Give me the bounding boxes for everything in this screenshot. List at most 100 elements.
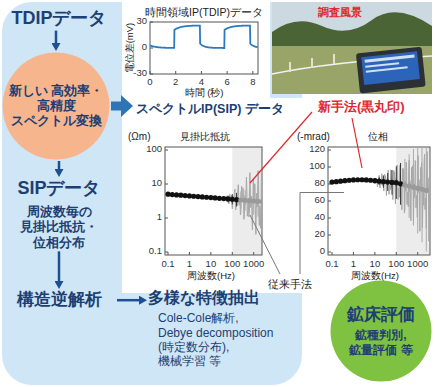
error-bar: [426, 147, 427, 252]
tick-label: 10: [370, 259, 381, 270]
tick-label: 100: [309, 161, 325, 172]
tick-label: 4: [199, 77, 204, 88]
data-dot: [260, 199, 262, 204]
tick-mark: [150, 48, 153, 49]
tick-mark: [328, 201, 331, 202]
tick-label: 10: [151, 178, 162, 189]
conventional-curve: [168, 169, 262, 244]
tick-mark: [232, 252, 233, 255]
node-body: Cole-Cole解析, Debye decomposition (時定数分布)…: [158, 311, 276, 369]
evaluation-circle: 鉱床評価鉱種判別, 鉱量評価 等: [330, 280, 432, 382]
tick-mark: [332, 252, 333, 255]
chart-ground: [122, 2, 270, 98]
tick-mark: [210, 252, 211, 255]
tick-mark: [328, 150, 331, 151]
tick-label: 100: [224, 259, 240, 270]
photo-sky: [272, 2, 432, 94]
tick-mark: [328, 167, 331, 168]
flow-arrow: [55, 31, 58, 43]
tick-mark: [201, 71, 202, 74]
chart-title: スペクトルIP(SIP) データ: [134, 102, 286, 117]
node-title: スペクトルIP(SIP) データ: [134, 102, 286, 117]
tick-mark: [328, 235, 331, 236]
tick-label: 6: [224, 77, 229, 88]
tick-mark: [165, 150, 168, 151]
tick-mark: [168, 252, 169, 255]
tick-label: 2: [173, 77, 178, 88]
tick-label: 10: [206, 259, 217, 270]
tdip-curve: [150, 26, 258, 48]
tick-mark: [417, 252, 418, 255]
tick-label: 100: [388, 259, 404, 270]
leader-line: [300, 193, 344, 275]
dot-group: [165, 192, 262, 205]
tick-mark: [189, 252, 190, 255]
axis-label: 周波数(Hz): [351, 271, 399, 282]
tick-label: 60: [314, 195, 325, 206]
tick-label: 0.1: [149, 246, 162, 257]
callout-label: 新手法(黒丸印): [318, 100, 405, 115]
photo-caption: 調査風景: [318, 6, 362, 19]
tick-mark: [165, 218, 168, 219]
screen-line: [365, 62, 399, 68]
instrument-screen: [361, 51, 420, 85]
circle-fill: [331, 281, 432, 382]
node-title: 新しい 高効率・高精度 スペクトル変換: [7, 84, 105, 129]
photo-instrument: [356, 47, 426, 94]
plot-frame: [328, 147, 430, 255]
leader-line: [352, 118, 362, 168]
data-dot: [424, 188, 429, 193]
tick-label: 80: [314, 178, 325, 189]
unit-label: (Ωm): [128, 131, 150, 143]
chart-title: 時間領域IP(TDIP)データ: [145, 6, 263, 18]
node-title: 多様な特徴抽出: [148, 288, 304, 307]
noise-band: [232, 147, 262, 255]
axis-label: 周波数(Hz): [187, 271, 235, 282]
callout-label: 従来手法: [268, 278, 312, 291]
tick-label: 120: [309, 144, 325, 155]
tick-label: 0: [320, 246, 325, 257]
tick-mark: [253, 252, 254, 255]
tick-label: -30: [133, 68, 147, 79]
tick-mark: [328, 252, 331, 253]
tick-mark: [374, 252, 375, 255]
tick-label: 1: [351, 259, 356, 270]
conventional-curve: [332, 151, 430, 241]
chart-title: 見掛比抵抗: [180, 131, 230, 143]
flow-arrow: [58, 161, 61, 169]
axis-label: 時間 (秒): [185, 88, 224, 99]
tick-label: 40: [314, 212, 325, 223]
tick-label: 30: [136, 16, 147, 27]
tick-label: 0.1: [325, 259, 338, 270]
step-box: SIPデータ周波数毎の 見掛比抵抗・ 位相分布: [2, 178, 116, 250]
photo-grass: [272, 46, 432, 94]
chart-ground: [122, 98, 434, 293]
leader-line: [250, 112, 312, 183]
step-title: 構造逆解析: [2, 290, 116, 310]
tick-mark: [328, 218, 331, 219]
survey-photo: [272, 2, 432, 94]
screen-line: [366, 66, 408, 72]
node-title: 構造逆解析: [2, 290, 116, 310]
tick-mark: [175, 71, 176, 74]
node-title: SIPデータ: [2, 178, 116, 200]
instrument-case: [356, 47, 426, 94]
dot-group: [329, 177, 428, 193]
tick-mark: [227, 71, 228, 74]
tick-mark: [252, 71, 253, 74]
screen-line: [365, 55, 415, 63]
node-title: TDIPデータ: [2, 8, 116, 30]
node-body: 周波数毎の 見掛比抵抗・ 位相分布: [13, 204, 105, 251]
plot-frame: [150, 22, 258, 74]
step-title: TDIPデータ: [2, 8, 116, 30]
tick-label: 1: [187, 259, 192, 270]
tick-label: 0: [147, 77, 152, 88]
flow-arrow: [58, 251, 61, 281]
chart-title: 位相: [368, 131, 388, 143]
tick-label: 1000: [243, 259, 264, 270]
feature-box: 多様な特徴抽出 Cole-Cole解析, Debye decomposition …: [148, 288, 304, 369]
circle-fill: [3, 53, 110, 160]
tick-label: 20: [314, 229, 325, 240]
tick-mark: [353, 252, 354, 255]
